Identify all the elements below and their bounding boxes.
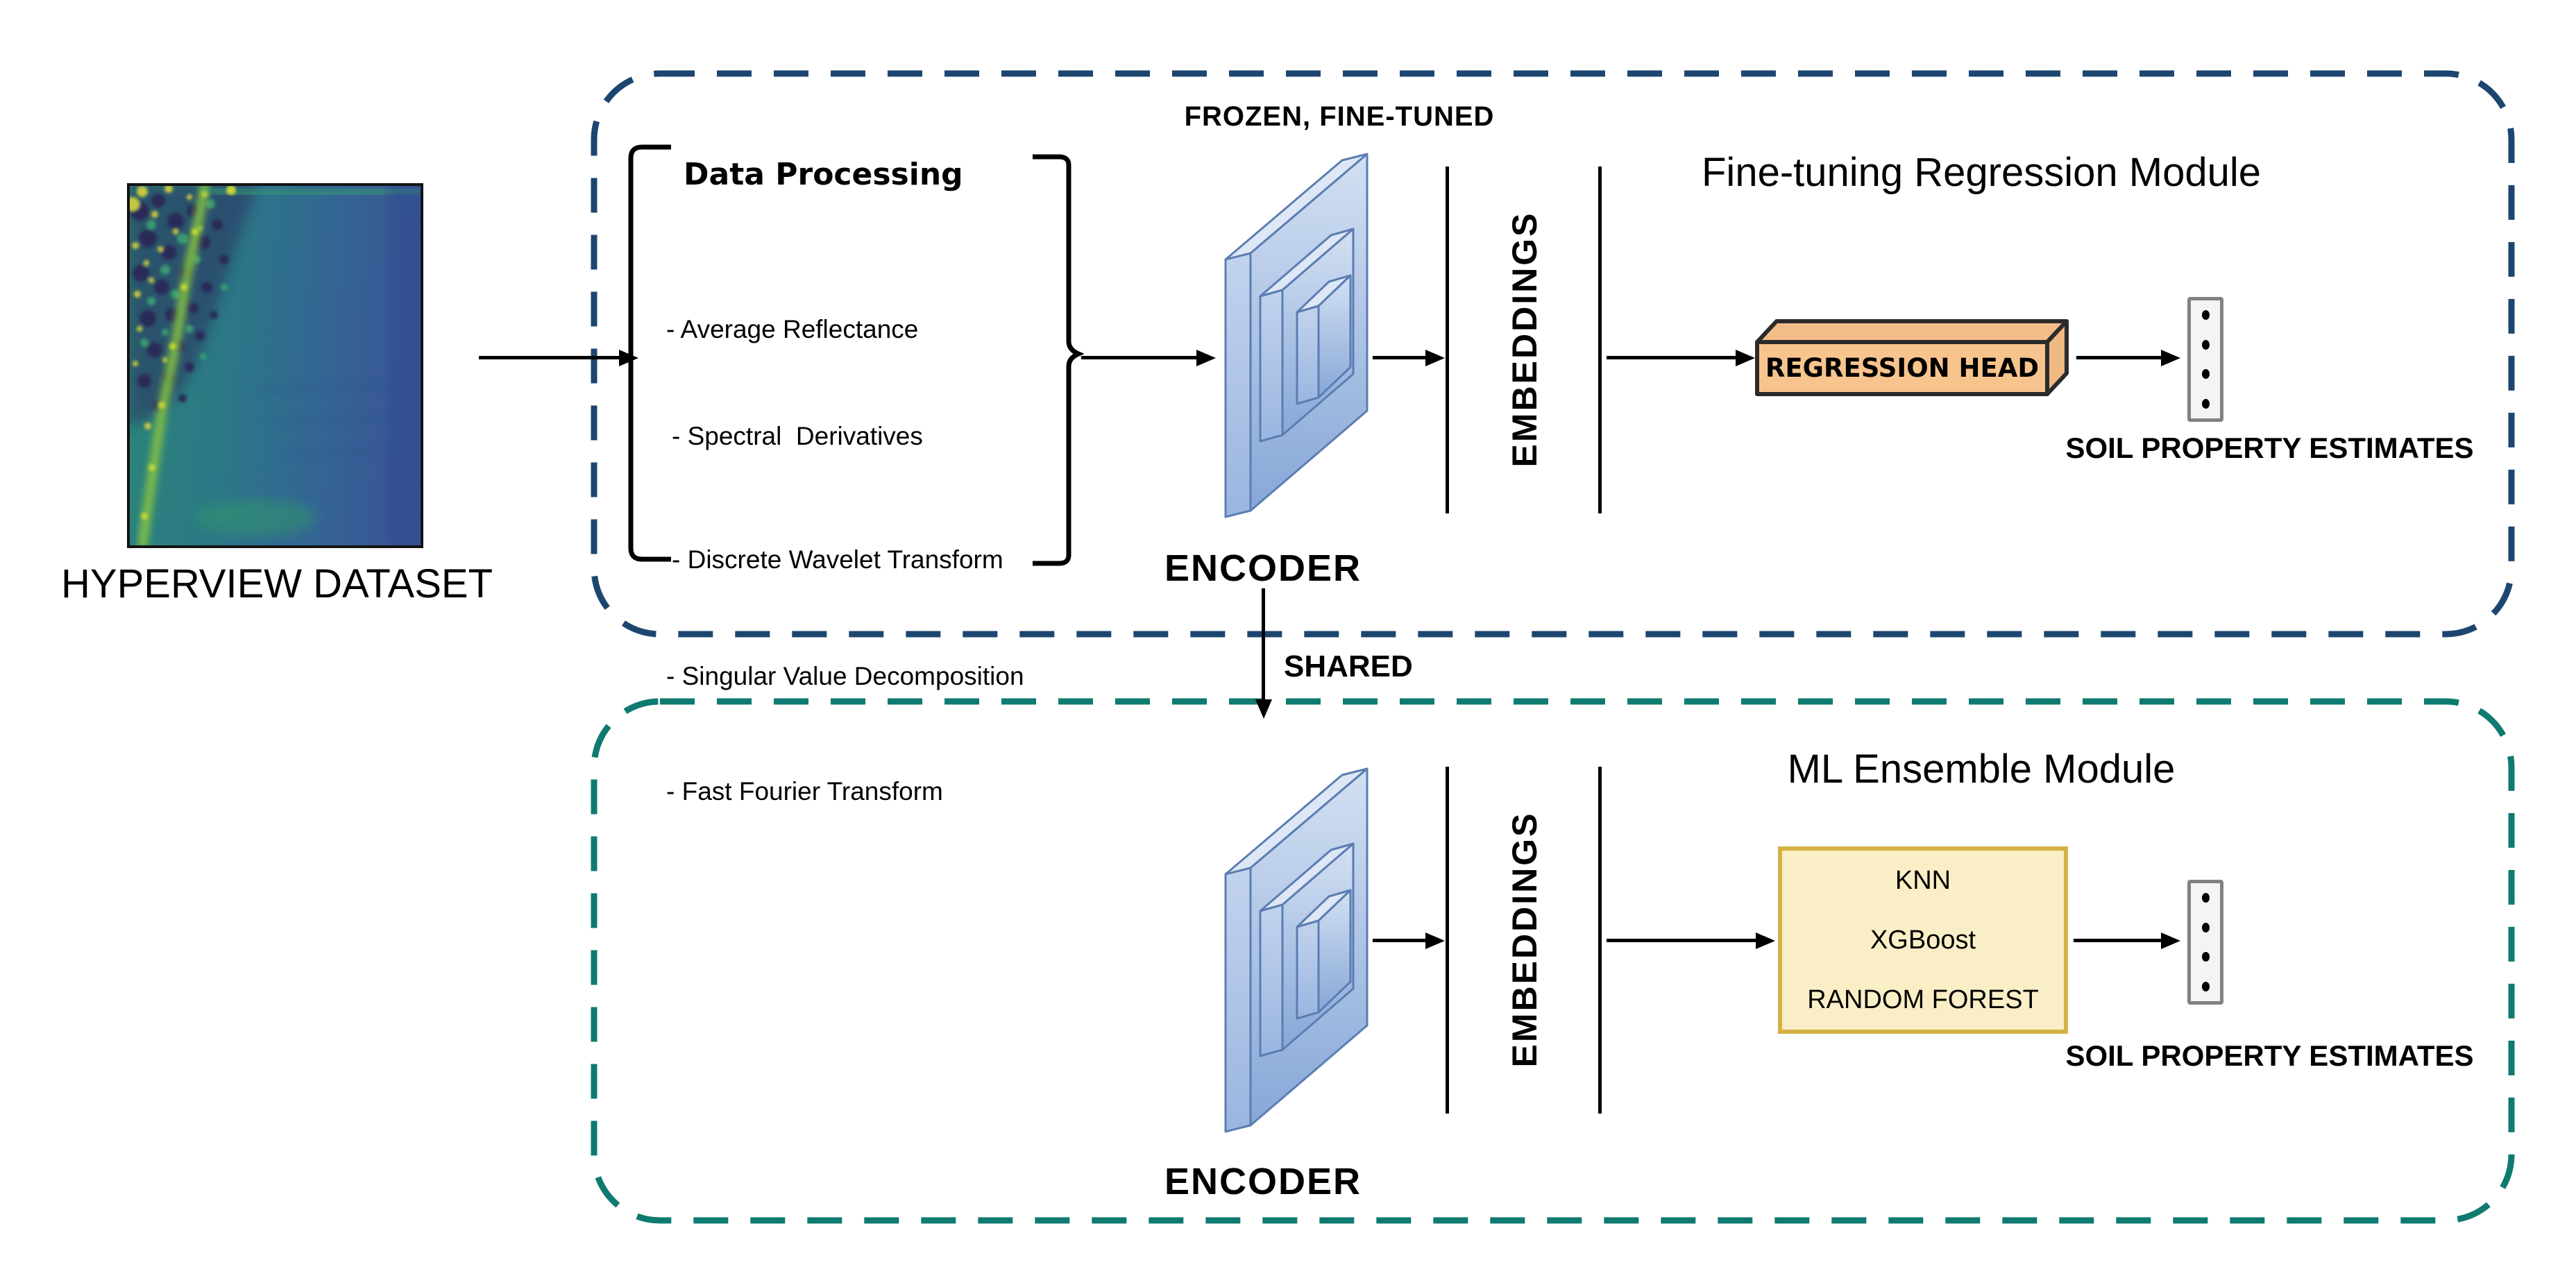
output-vector — [2187, 880, 2223, 1005]
dot — [2201, 952, 2210, 962]
encoder-label: ENCODER — [1164, 1161, 1362, 1202]
dot — [2201, 369, 2210, 380]
list-item: - Discrete Wavelet Transform — [672, 545, 1003, 574]
ensemble-models-box: KNN XGBoost RANDOM FOREST — [1778, 846, 2068, 1034]
flow-arrow-head-output — [2076, 356, 2161, 359]
dot — [2201, 893, 2210, 903]
list-item: - Spectral Derivatives — [672, 422, 923, 450]
model-knn: KNN — [1895, 865, 1951, 895]
list-item: - Fast Fourier Transform — [666, 777, 943, 806]
flow-arrow-ensemble-output — [2074, 939, 2161, 942]
flow-arrow-input — [479, 356, 619, 359]
flow-arrow-dp-encoder — [1081, 356, 1196, 359]
hyperspectral-image — [127, 183, 423, 548]
flow-arrow-embeddings-head — [1607, 356, 1736, 359]
dot — [2201, 922, 2210, 932]
embeddings-delimiter — [1446, 167, 1449, 513]
finetune-module-frame — [591, 70, 2515, 638]
embeddings-delimiter — [1446, 767, 1449, 1114]
embeddings-delimiter — [1598, 167, 1602, 513]
flow-arrow-encoder-embeddings — [1373, 356, 1425, 359]
right-brace — [1033, 154, 1084, 566]
dot — [2201, 310, 2210, 321]
data-processing-title: Data Processing — [684, 157, 963, 192]
flow-arrow-embeddings-ensemble — [1607, 939, 1756, 942]
dot — [2201, 398, 2210, 409]
encoder-icon — [1224, 153, 1368, 518]
dot — [2201, 981, 2210, 991]
list-item: - Average Reflectance — [666, 315, 919, 343]
embeddings-delimiter — [1598, 767, 1602, 1114]
data-processing-list: - Average Reflectance - Spectral Derivat… — [666, 253, 1024, 868]
dot — [2201, 339, 2210, 350]
soil-estimates-label: SOIL PROPERTY ESTIMATES — [2065, 1039, 2474, 1072]
regression-head-label: REGRESSION HEAD — [1765, 353, 2040, 383]
model-random-forest: RANDOM FOREST — [1807, 985, 2039, 1014]
shared-label: SHARED — [1284, 649, 1413, 683]
frozen-finetuned-label: FROZEN, FINE-TUNED — [1184, 101, 1495, 132]
flow-arrow-encoder2-embeddings — [1373, 939, 1425, 942]
ensemble-module-frame — [591, 698, 2515, 1224]
encoder-icon — [1224, 767, 1368, 1133]
list-item: - Singular Value Decomposition — [666, 662, 1024, 690]
dataset-label: HYPERVIEW DATASET — [61, 561, 493, 606]
ensemble-module-title: ML Ensemble Module — [1787, 747, 2176, 792]
finetune-module-title: Fine-tuning Regression Module — [1702, 150, 2261, 195]
embeddings-label: EMBEDDINGS — [1505, 811, 1544, 1068]
soil-estimates-label: SOIL PROPERTY ESTIMATES — [2065, 432, 2474, 464]
embeddings-label: EMBEDDINGS — [1505, 211, 1544, 468]
shared-arrow — [1262, 588, 1265, 699]
encoder-label: ENCODER — [1164, 547, 1362, 589]
model-xgboost: XGBoost — [1870, 925, 1976, 955]
output-vector — [2187, 297, 2223, 422]
regression-head-box — [1755, 319, 2069, 396]
